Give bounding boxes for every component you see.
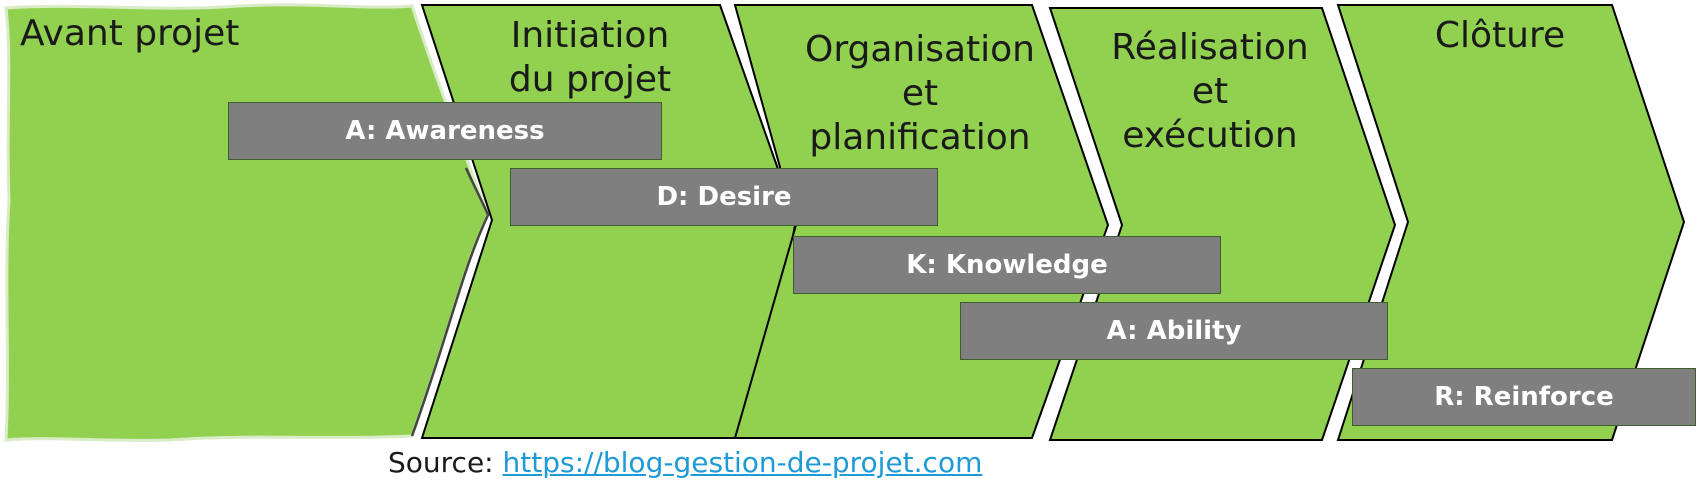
phase-title-line: du projet (508, 59, 672, 100)
phase-title-cloture: Clôture (1400, 14, 1600, 58)
source-prefix: Source: (388, 446, 503, 479)
adkar-bar-knowledge: K: Knowledge (793, 236, 1221, 294)
phase-title-line: Clôture (1434, 15, 1566, 56)
phase-title-avant-projet: Avant projet (20, 12, 260, 56)
phase-title-line: Réalisation (1111, 27, 1309, 68)
phase-title-line: Avant projet (20, 13, 240, 54)
project-phases-diagram: Avant projet Initiation du projet Organi… (4, 3, 1696, 442)
phase-title-line: planification (809, 117, 1031, 158)
phase-title-line: et (901, 73, 939, 114)
phase-title-line: Organisation (804, 29, 1035, 70)
source-caption: Source: https://blog-gestion-de-projet.c… (388, 446, 982, 479)
phase-title-line: Initiation (510, 15, 670, 56)
phase-shape-avant-projet-edge (410, 167, 490, 437)
adkar-bar-reinforce: R: Reinforce (1352, 368, 1696, 426)
adkar-bar-ability: A: Ability (960, 302, 1388, 360)
source-link[interactable]: https://blog-gestion-de-projet.com (502, 446, 983, 479)
phase-title-organisation: Organisation et planification (795, 28, 1045, 160)
phase-shape-cloture (1336, 4, 1686, 441)
adkar-bar-awareness: A: Awareness (228, 102, 662, 160)
phase-title-line: et (1191, 71, 1229, 112)
phase-title-initiation: Initiation du projet (490, 14, 690, 102)
phase-title-realisation: Réalisation et exécution (1090, 26, 1330, 158)
phase-shape-avant-projet (4, 3, 490, 442)
adkar-bar-desire: D: Desire (510, 168, 938, 226)
phase-title-line: exécution (1122, 115, 1298, 156)
